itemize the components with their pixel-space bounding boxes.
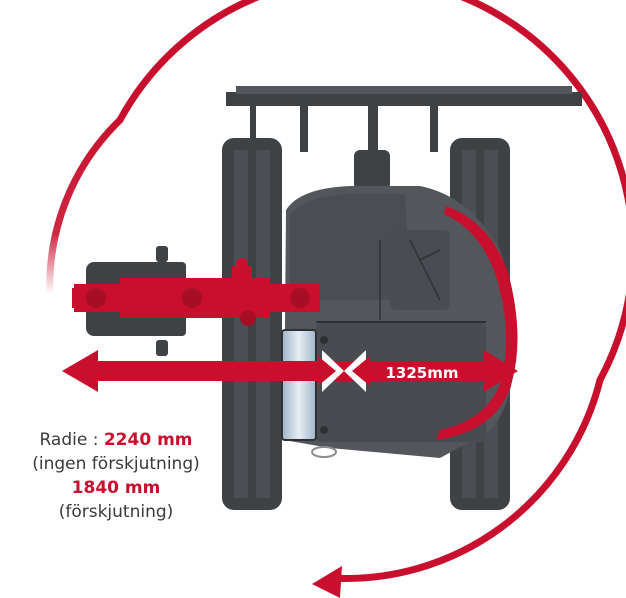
cab-window [281,329,317,441]
upper-structure [284,186,517,458]
counterweight [436,206,518,440]
radius-prefix: Radie : [39,430,104,450]
radius-line: Radie : 2240 mm [0,428,232,452]
swing-radius-arc [116,0,626,582]
boom-arm [72,246,320,356]
measure-label: 1325mm [385,364,458,382]
measure-arrow: 1325mm [62,350,518,392]
swing-radius-arrowhead [312,566,342,598]
radius-value-no-offset: 2240 mm [103,430,193,450]
radius-note-offset: (förskjutning) [58,502,174,522]
radius-caption: Radie : 2240 mm (ingen förskjutning) 184… [0,428,232,524]
radius-note-no-offset: (ingen förskjutning) [32,454,200,474]
roof-canopy [226,86,582,190]
radius-value-offset: 1840 mm [71,478,161,498]
swing-radius-arc-fade [46,116,124,298]
